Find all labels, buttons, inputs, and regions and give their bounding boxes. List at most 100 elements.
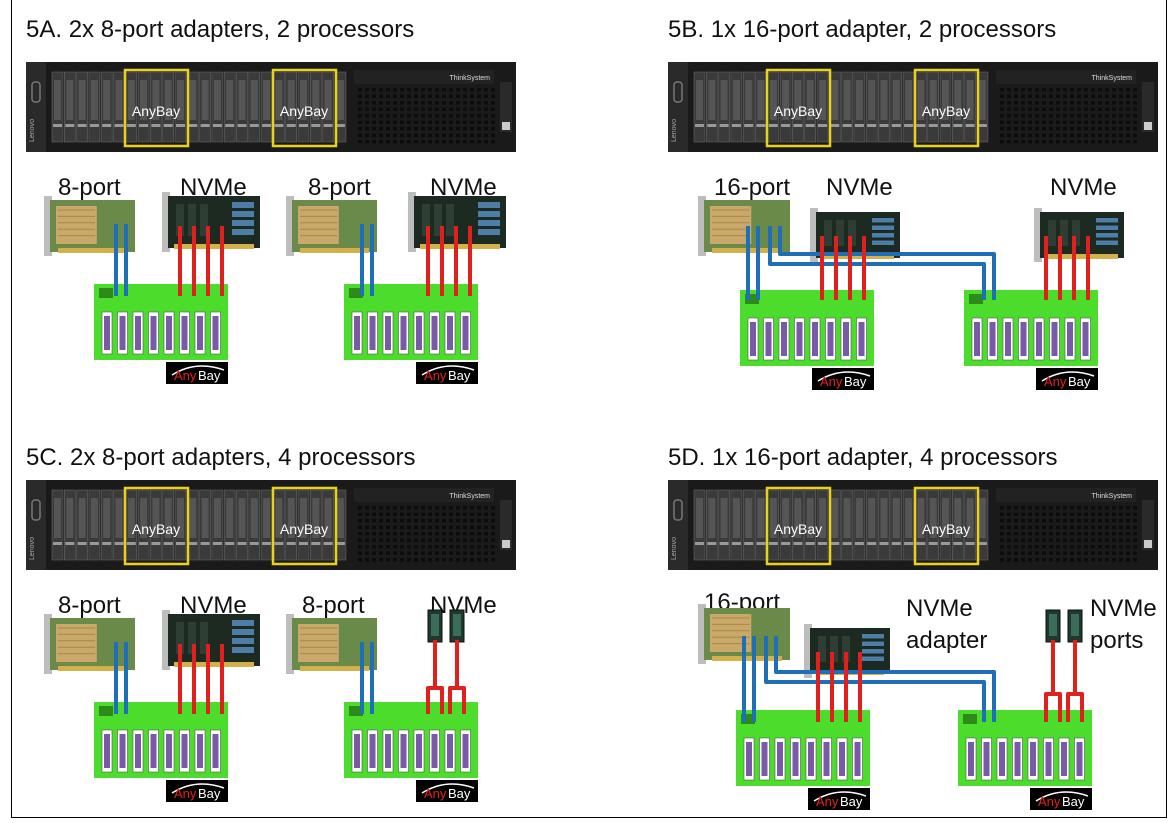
vent-hole (393, 127, 397, 131)
drive-bay-latch (139, 124, 149, 127)
vent-hole (1098, 551, 1102, 555)
power-connector (349, 288, 363, 298)
drive-bay-grille (732, 80, 740, 120)
thinksystem-logo: ThinkSystem (450, 75, 491, 82)
vent-hole (1105, 519, 1109, 523)
vent-hole (1000, 538, 1004, 542)
badge-text-bay: Bay (1068, 374, 1091, 389)
vent-hole (1098, 538, 1102, 542)
power-connector (969, 294, 983, 304)
vent-hole (484, 551, 488, 555)
vent-hole (442, 120, 446, 124)
vent-hole (1105, 94, 1109, 98)
sas-cable-long (774, 636, 996, 722)
vent-hole (491, 506, 495, 510)
drive-bay-grille (164, 498, 172, 538)
vent-hole (400, 532, 404, 536)
vent-hole (1035, 519, 1039, 523)
slot-connector (400, 734, 407, 768)
vent-hole (1028, 551, 1032, 555)
drive-bay-latch (212, 124, 222, 127)
nvme-adapter-1 (162, 610, 260, 670)
vent-hole (421, 512, 425, 516)
vent-hole (1021, 94, 1025, 98)
vent-hole (1119, 545, 1123, 549)
vent-hole (1007, 538, 1011, 542)
slot-connector (462, 734, 469, 768)
vent-hole (1077, 558, 1081, 562)
vent-hole (379, 127, 383, 131)
vent-hole (1021, 519, 1025, 523)
vent-hole (393, 94, 397, 98)
vent-hole (1133, 101, 1137, 105)
drive-bay-latch (891, 542, 901, 545)
slot-connector (1005, 322, 1011, 356)
vent-hole (456, 512, 460, 516)
drive-bay-grille (843, 498, 851, 538)
vent-hole (400, 107, 404, 111)
adapter-label-2: 8-port (302, 592, 365, 619)
pcie-connector (58, 248, 127, 253)
backplane-top (344, 702, 478, 726)
slot-connector (212, 316, 219, 350)
drive-bay-grille (806, 80, 814, 120)
slot-connector (104, 316, 110, 350)
slot-connector (989, 322, 996, 356)
vent-hole (470, 127, 474, 131)
vent-hole (428, 114, 432, 118)
drive-bay-latch (768, 124, 778, 127)
vent-hole (442, 101, 446, 105)
vent-hole (1007, 140, 1011, 144)
vent-hole (484, 506, 488, 510)
vent-hole (449, 120, 453, 124)
vent-hole (1133, 532, 1137, 536)
vent-hole (1007, 114, 1011, 118)
nvme-port-pair (1045, 609, 1083, 643)
sas-cable-long (768, 226, 986, 300)
port-connector (232, 629, 254, 635)
vent-hole (1133, 114, 1137, 118)
vent-hole (1021, 506, 1025, 510)
vent-hole (414, 519, 418, 523)
drive-bay-latch (102, 124, 112, 127)
vent-hole (358, 532, 362, 536)
vent-hole (1014, 551, 1018, 555)
vent-hole (1014, 140, 1018, 144)
vent-hole (456, 127, 460, 131)
config-title: 5B. 1x 16-port adapter, 2 processors (668, 16, 1057, 43)
heatsink (710, 206, 752, 244)
vent-hole (1077, 545, 1081, 549)
vent-hole (1077, 532, 1081, 536)
pcie-connector (1046, 254, 1118, 259)
chip (200, 204, 208, 236)
anybay-label: AnyBay (922, 521, 970, 537)
badge-swoosh (421, 365, 475, 376)
vent-hole (393, 506, 397, 510)
drive-bay-latch (707, 124, 717, 127)
vent-hole (491, 127, 495, 131)
vent-hole (470, 140, 474, 144)
vent-hole (379, 532, 383, 536)
drive-bay-latch (299, 542, 308, 545)
drive-bay-latch (904, 542, 914, 545)
vent-hole (386, 133, 390, 137)
backplane-body (964, 314, 1098, 366)
power-connector (349, 706, 363, 716)
adapter-label-1: 8-port (58, 174, 121, 201)
vent-hole (1049, 127, 1053, 131)
vent-hole (1077, 101, 1081, 105)
backplane-body (94, 726, 228, 778)
vent-hole (1091, 101, 1095, 105)
vent-hole (1091, 545, 1095, 549)
slot-connector (827, 322, 834, 356)
drive-bay-grille (794, 498, 802, 538)
config-title: 5D. 1x 16-port adapter, 4 processors (668, 444, 1058, 471)
drive-bay-grille (769, 80, 777, 120)
pci-bracket (804, 624, 812, 678)
vent-hole (1084, 107, 1088, 111)
vent-hole (365, 538, 369, 542)
drive-bay-latch (53, 124, 62, 127)
anybay-label: AnyBay (922, 103, 970, 119)
vent-hole (456, 140, 460, 144)
drive-bay-grille (757, 498, 765, 538)
